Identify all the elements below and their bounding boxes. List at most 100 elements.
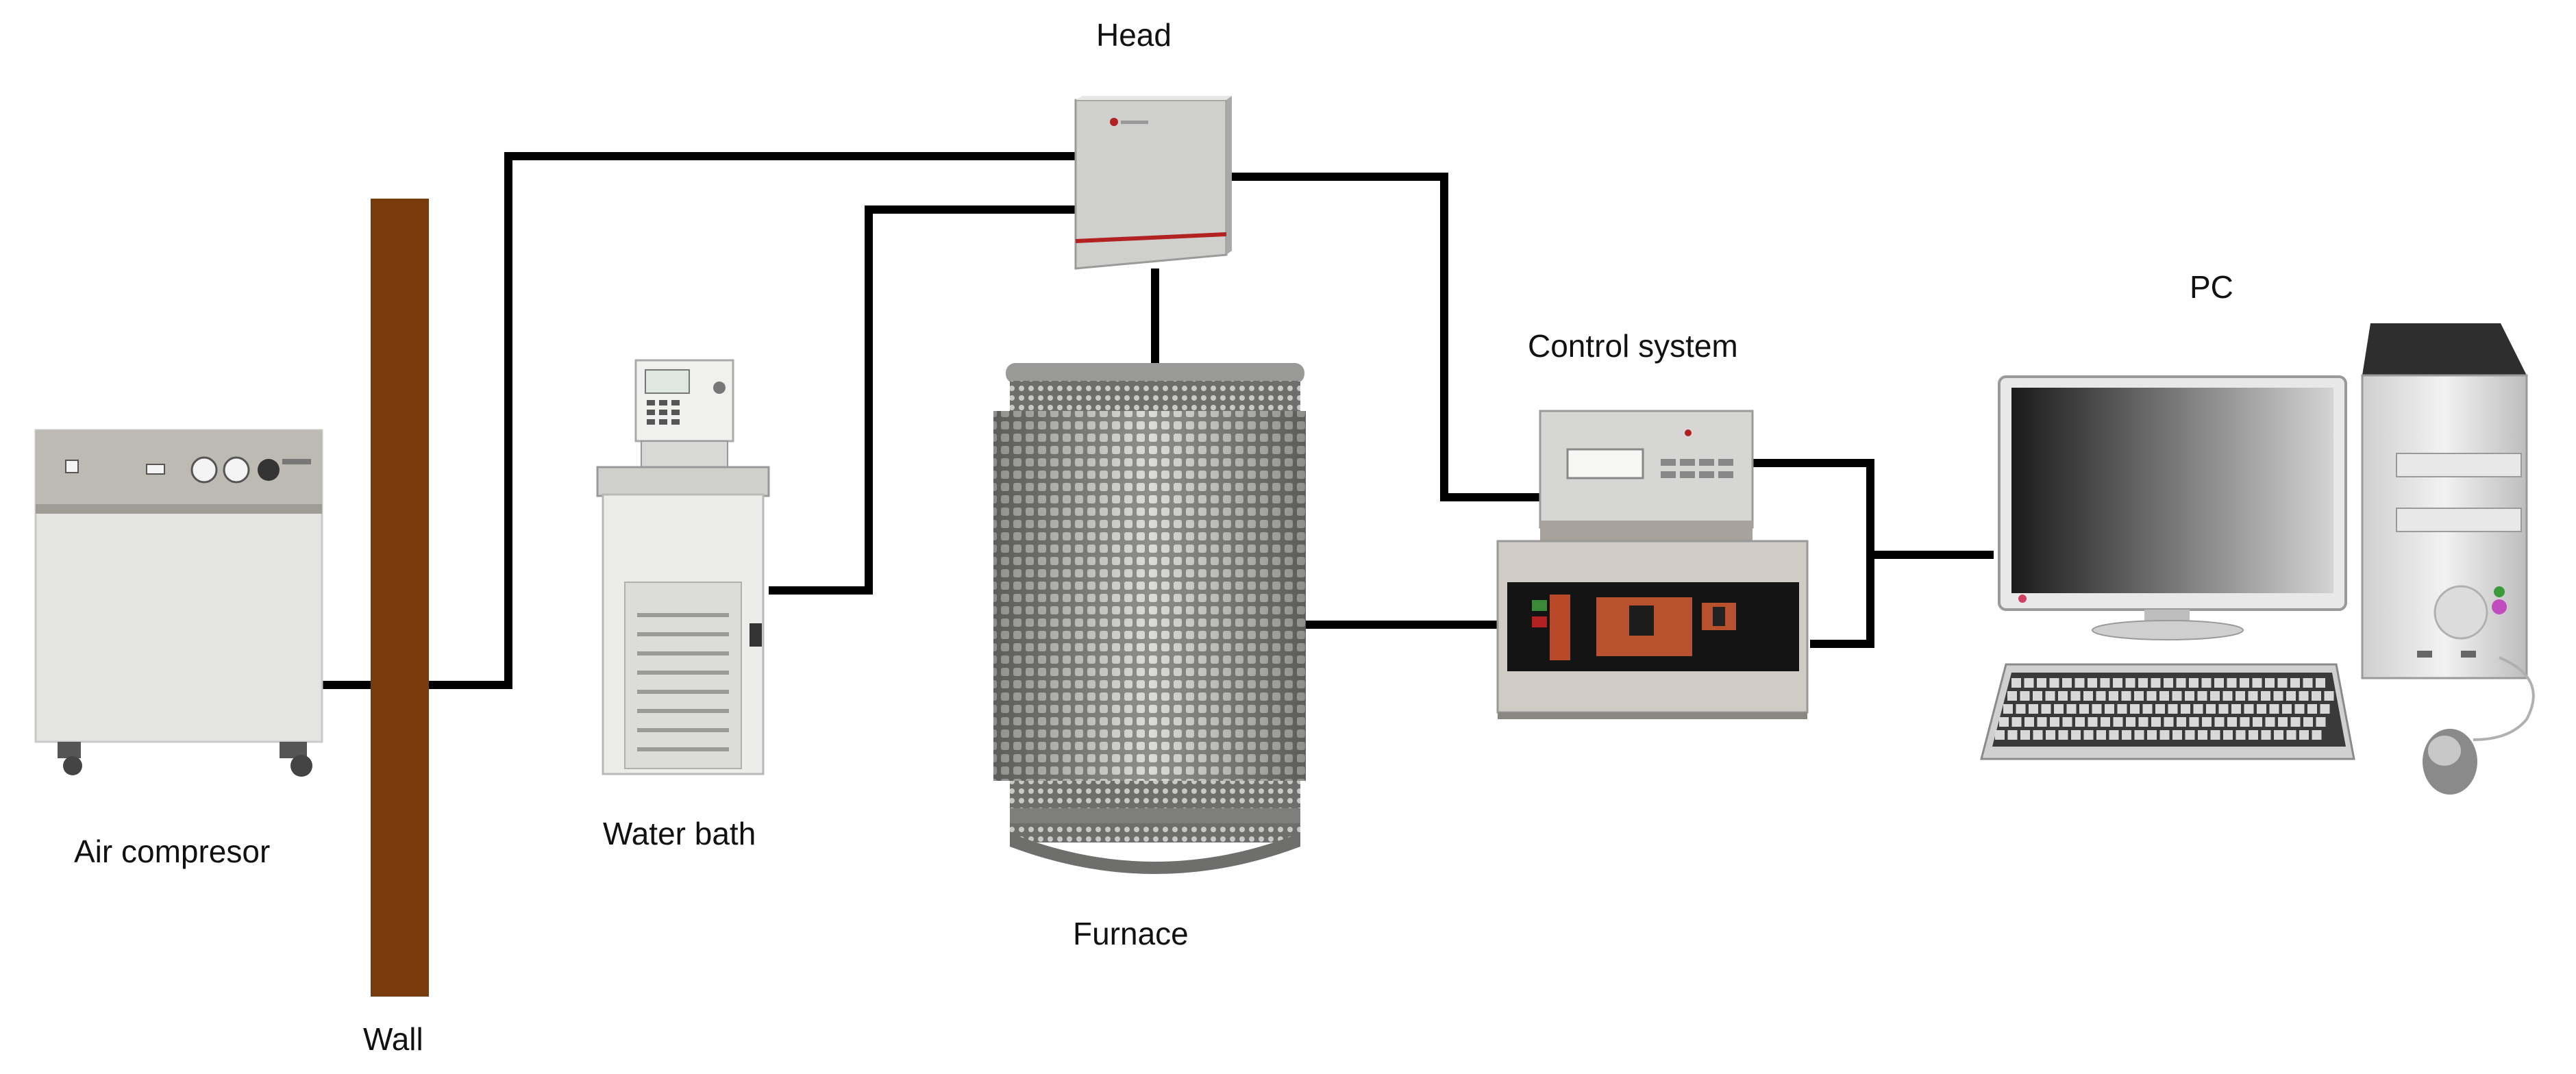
keyboard-key [2290,717,2301,727]
keyboard-key [2066,704,2077,714]
keyboard-key [2033,691,2042,701]
keyboard-key [2155,704,2165,714]
keyboard-key [2168,704,2178,714]
keyboard-key [2244,704,2254,714]
keyboard-key [2299,730,2309,740]
keyboard-key [2257,704,2266,714]
keyboard-key [2151,717,2161,727]
keyboard-key [2286,691,2296,701]
keyboard-key [2088,678,2097,688]
keyboard-key [2126,717,2135,727]
keyboard-key [2164,678,2173,688]
keyboard-key [2261,730,2271,740]
keyboard-key [2071,730,2081,740]
keyboard-key [2206,704,2216,714]
keyboard-key [2316,717,2326,727]
keyboard-key [2037,717,2047,727]
keyboard-key [2312,730,2322,740]
keyboard-key [2265,678,2275,688]
keyboard-key [2033,730,2043,740]
keyboard-key [2249,730,2258,740]
keyboard-key [2058,730,2068,740]
keyboard-key [2117,704,2127,714]
keyboard-key [2049,678,2059,688]
keyboard-key [2218,704,2229,714]
keyboard-key [2236,730,2246,740]
keyboard-key [2054,704,2064,714]
furnace-icon [993,363,1306,874]
keyboard-key [2058,691,2068,701]
keyboard-key [2096,691,2106,701]
keyboard-key [2273,691,2283,701]
keyboard-key [2029,704,2038,714]
keyboard-key [2016,704,2026,714]
keyboard-key [2070,691,2081,701]
keyboard-key [2050,717,2059,727]
keyboard-key [2083,730,2094,740]
keyboard-key [2222,691,2233,701]
air-compressor-label: Air compresor [74,834,271,869]
wall-icon [371,199,429,997]
keyboard-key [2278,717,2288,727]
keyboard-key [2290,678,2300,688]
keyboard-key [2125,678,2135,688]
keyboard-key [2286,730,2296,740]
keyboard-key [2062,678,2072,688]
tower-icon [2361,323,2528,679]
keyboard-key [2223,730,2233,740]
keyboard-key [2172,691,2182,701]
keyboard-key [2088,717,2098,727]
keyboard-key [2151,678,2161,688]
keyboard-key [2105,704,2114,714]
mouse-icon [2423,656,2535,795]
keyboard-key [2316,678,2325,688]
keyboard-key [2075,717,2085,727]
keyboard-key [2003,704,2013,714]
keyboard-key [2214,678,2224,688]
keyboard-key [2261,691,2270,701]
keyboard-key [2240,717,2250,727]
keyboard-key [1995,730,2005,740]
keyboard-key [2075,678,2085,688]
keyboard-key [2130,704,2140,714]
keyboard-key [2020,730,2030,740]
keyboard-key [2277,678,2288,688]
keyboard-key [2294,704,2305,714]
keyboard-key [2236,691,2245,701]
keyboard-key [2011,717,2022,727]
pc-label: PC [2190,269,2233,305]
keyboard-key [2210,691,2220,701]
keyboard-key [2134,691,2144,701]
control-system-icon [1496,410,1809,719]
keyboard-key [2101,717,2110,727]
keyboard-key [2176,678,2186,688]
keyboard-key [2024,678,2034,688]
keyboard-key [2248,691,2258,701]
keyboard-key [2282,704,2292,714]
keyboard-key [2253,717,2262,727]
keyboard-key [2274,730,2283,740]
keyboard-key [2172,730,2182,740]
keyboard-key [2113,678,2122,688]
furnace-label: Furnace [1073,916,1189,951]
keyboard-key [2197,691,2207,701]
keyboard-key [2122,730,2131,740]
keyboard-key [2303,717,2313,727]
keyboard-key [2096,730,2106,740]
cable-head-to-control [1228,173,1540,501]
keyboard-key [2121,691,2131,701]
keyboard-key [2109,730,2119,740]
keyboard-key [2312,691,2321,701]
wall-label: Wall [363,1021,423,1057]
keyboard-key [1999,717,2009,727]
keyboard-key [2227,678,2237,688]
keyboard-key [2320,704,2330,714]
keyboard-key [2181,704,2190,714]
keyboard-key [2324,691,2334,701]
keyboard-key [2159,730,2170,740]
keyboard-key [2037,678,2046,688]
keyboard-key [2269,704,2279,714]
water-bath-icon [596,359,770,775]
